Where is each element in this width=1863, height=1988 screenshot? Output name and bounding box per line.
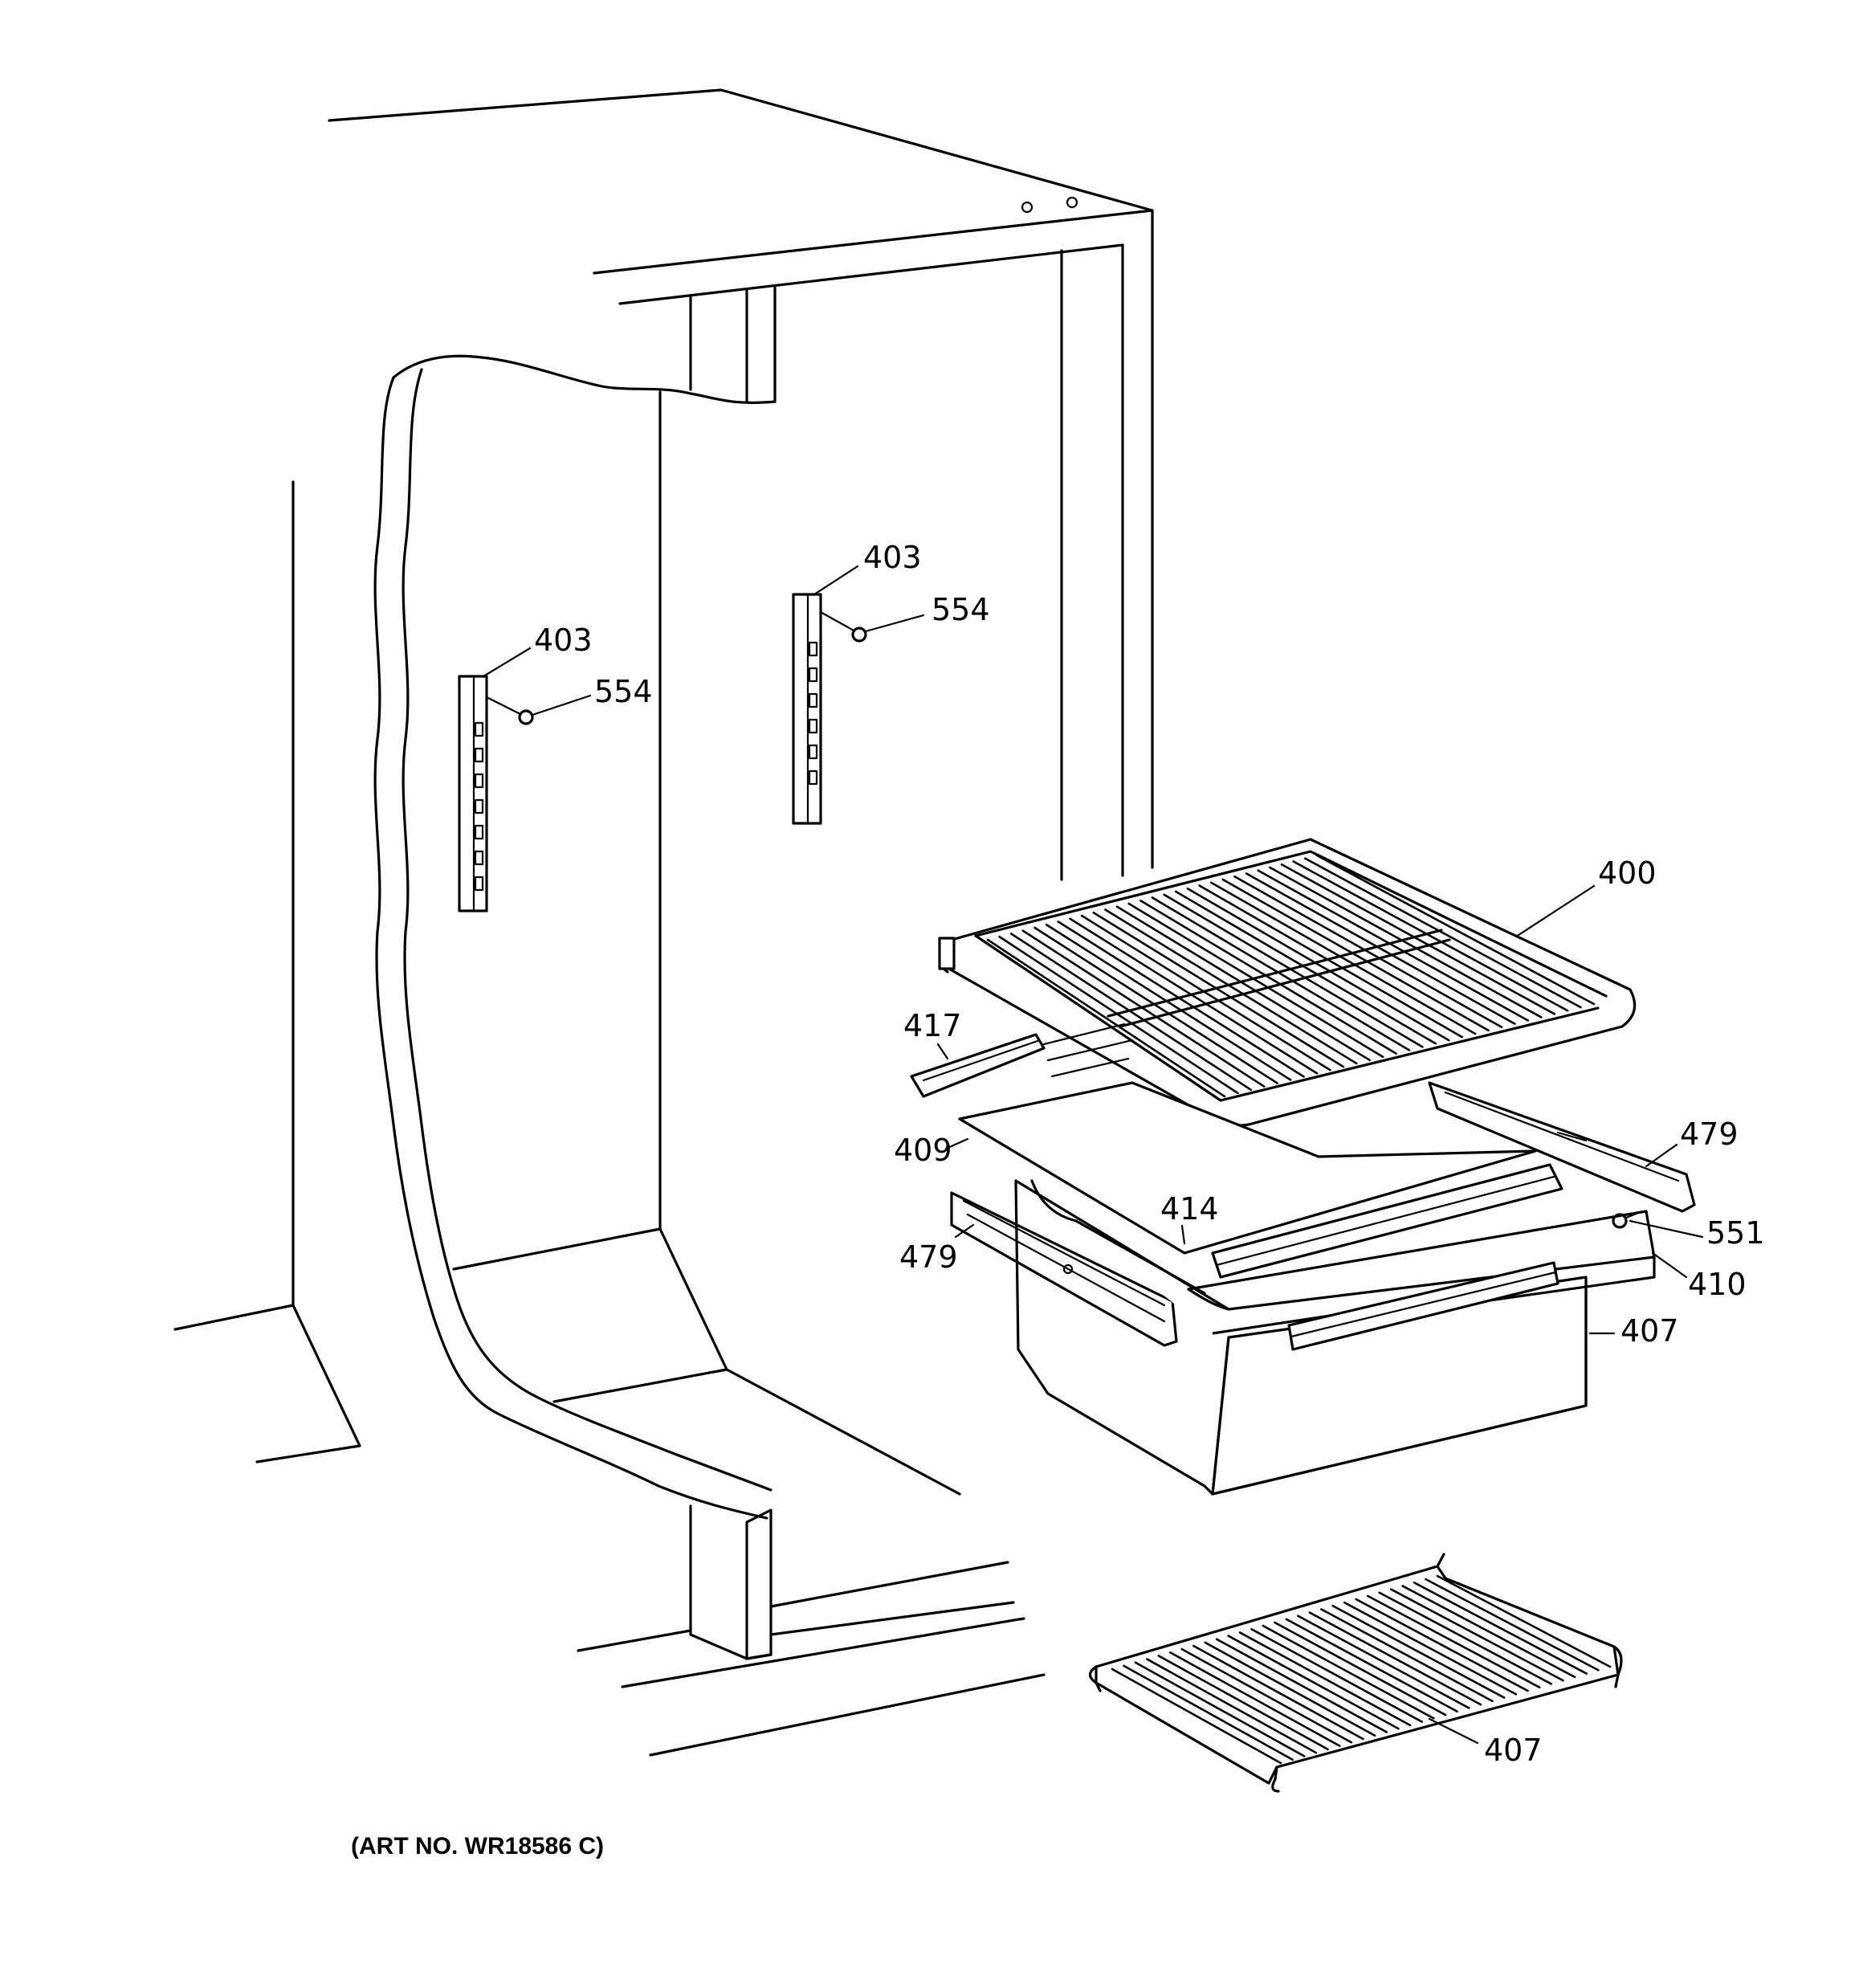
- wire-rod: [1180, 1647, 1353, 1744]
- wire-rod: [1304, 857, 1582, 1009]
- wire-rod: [1134, 1661, 1306, 1757]
- wire-rod: [1127, 902, 1384, 1059]
- wire-rod: [1204, 1641, 1376, 1737]
- wire-rod: [1139, 899, 1397, 1055]
- wire-rod: [998, 935, 1239, 1095]
- wire-rod: [1209, 881, 1477, 1035]
- wire-rod: [1169, 1651, 1341, 1747]
- wire-rod: [1331, 1604, 1506, 1699]
- wire-shelf-lower: [1088, 1553, 1623, 1793]
- wire-rod: [1080, 914, 1331, 1072]
- wire-rod: [1413, 1581, 1588, 1675]
- callout-leaders: [482, 565, 1704, 1745]
- label-479-front: 479: [899, 1239, 958, 1275]
- wire-rod: [1238, 1631, 1412, 1727]
- wire-rod: [1221, 878, 1490, 1032]
- shelf-rail-left: [458, 675, 488, 912]
- wire-rod: [1174, 890, 1437, 1045]
- wire-rod: [1151, 896, 1411, 1051]
- wire-rod: [1436, 1574, 1612, 1668]
- wire-rod: [1250, 1627, 1424, 1723]
- drawer-407: [1014, 1179, 1656, 1496]
- wire-rod: [1355, 1598, 1529, 1692]
- wire-rod: [1320, 1608, 1494, 1703]
- label-414: 414: [1160, 1191, 1219, 1227]
- wire-rod: [1104, 908, 1358, 1065]
- glass-cover-409: [958, 1081, 1537, 1255]
- wire-rod: [1308, 1611, 1482, 1706]
- label-400: 400: [1598, 855, 1657, 891]
- wire-rod: [1389, 1588, 1564, 1682]
- label-403-right: 403: [863, 540, 922, 575]
- wire-rod: [1343, 1601, 1518, 1696]
- art-number: (ART NO. WR18586 C): [351, 1833, 604, 1859]
- wire-rod: [1227, 1635, 1400, 1730]
- label-554-right: 554: [932, 592, 990, 627]
- label-407-drawer: 407: [1620, 1313, 1679, 1349]
- screw-right: [819, 610, 867, 643]
- label-551: 551: [1706, 1215, 1765, 1251]
- wire-rod: [1111, 1668, 1282, 1765]
- screw-left: [485, 696, 534, 725]
- wire-rod: [1245, 872, 1516, 1025]
- label-554-left: 554: [594, 674, 653, 709]
- wire-rod: [1262, 1624, 1435, 1720]
- callout-labels: 403 554 403 554 400 417 409 479 414 551 …: [351, 540, 1765, 1859]
- wire-rod: [1401, 1585, 1576, 1679]
- wire-rod: [1425, 1578, 1600, 1672]
- wire-rod: [1192, 1644, 1364, 1741]
- wire-rod: [1215, 1638, 1388, 1733]
- label-410: 410: [1688, 1267, 1747, 1302]
- trim-414: [1211, 1163, 1563, 1279]
- label-409: 409: [894, 1133, 952, 1168]
- wire-rod: [1057, 921, 1305, 1078]
- wire-rod: [1257, 869, 1530, 1022]
- wire-rod: [1269, 866, 1543, 1018]
- wire-rod: [1292, 860, 1569, 1012]
- slide-front-479: [950, 1191, 1178, 1347]
- wire-rod: [1157, 1655, 1329, 1751]
- wire-rod: [1315, 854, 1596, 1006]
- slide-rear-479: [1428, 1081, 1696, 1213]
- wire-rod: [1009, 933, 1253, 1092]
- wire-rod: [986, 938, 1226, 1098]
- wire-rod: [1021, 929, 1266, 1088]
- wire-rod: [1045, 923, 1292, 1081]
- slide-417: [910, 1023, 1134, 1098]
- wire-rod: [1378, 1591, 1553, 1685]
- wire-rod: [1163, 893, 1424, 1048]
- wire-rod: [1092, 911, 1345, 1068]
- wire-rod: [1123, 1664, 1294, 1761]
- wire-rod: [1233, 875, 1503, 1029]
- wire-rod: [1069, 917, 1319, 1075]
- wire-rod: [1280, 863, 1556, 1015]
- label-407-shelf: 407: [1484, 1733, 1543, 1768]
- wire-rod: [1274, 1621, 1447, 1717]
- cabinet-outline: [173, 88, 1154, 1757]
- wire-rod: [1186, 887, 1450, 1042]
- wire-rod: [1146, 1658, 1318, 1754]
- label-417: 417: [903, 1008, 962, 1043]
- wire-rod: [1366, 1594, 1541, 1689]
- shelf-rail-right: [792, 593, 822, 825]
- label-479-rear: 479: [1680, 1116, 1739, 1152]
- wire-rod: [1033, 926, 1279, 1084]
- wire-rod: [1115, 905, 1372, 1062]
- wire-shelf-upper: [938, 838, 1637, 1127]
- wire-rod: [1285, 1618, 1458, 1713]
- wire-rod: [1297, 1614, 1470, 1709]
- wire-rod: [1198, 884, 1464, 1039]
- label-403-left: 403: [534, 623, 593, 658]
